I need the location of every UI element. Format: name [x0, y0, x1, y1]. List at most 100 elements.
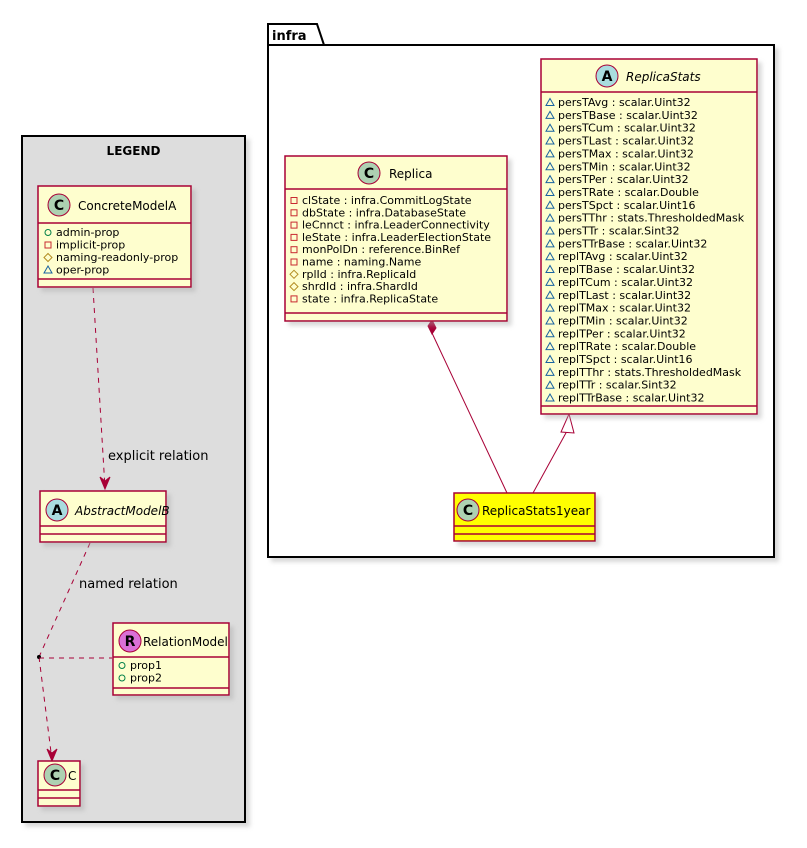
property-text: naming-readonly-prop: [56, 251, 178, 264]
property-text: replTAvg : scalar.Uint32: [558, 250, 688, 263]
property-text: persTThr : stats.ThresholdedMask: [558, 212, 745, 225]
property-text: leCnnct : infra.LeaderConnectivity: [302, 219, 490, 232]
property-text: rplId : infra.ReplicaId: [302, 268, 416, 281]
property-text: replTCum : scalar.Uint32: [558, 276, 693, 289]
property-text: persTAvg : scalar.Uint32: [558, 96, 691, 109]
package-visibility-icon: [545, 187, 555, 196]
private-visibility-icon: [290, 258, 298, 266]
property-text: replTMin : scalar.Uint32: [558, 314, 688, 327]
property-text: replTPer : scalar.Uint32: [558, 327, 686, 340]
property-text: replTTr : scalar.Sint32: [558, 379, 677, 392]
property-text: persTSpct : scalar.Uint16: [558, 199, 695, 212]
property-text: admin-prop: [56, 226, 119, 239]
package-visibility-icon: [545, 367, 555, 376]
property-text: persTTrBase : scalar.Uint32: [558, 237, 707, 250]
class-name: AbstractModelB: [74, 504, 170, 518]
property-text: persTPer : scalar.Uint32: [558, 173, 689, 186]
private-visibility-icon: [290, 221, 298, 229]
property-text: persTRate : scalar.Double: [558, 186, 699, 199]
package-visibility-icon: [545, 341, 555, 351]
property-text: persTMin : scalar.Uint32: [558, 160, 691, 173]
public-visibility-icon: [118, 674, 126, 682]
package-visibility-icon: [545, 238, 555, 248]
abstract-stereotype-icon: [595, 64, 619, 88]
package-visibility-icon: [545, 264, 555, 274]
property-text: shrdId : infra.ShardId: [302, 280, 418, 293]
legend-title: LEGEND: [107, 144, 161, 158]
property-text: state : infra.ReplicaState: [302, 292, 438, 305]
package-visibility-icon: [545, 213, 555, 222]
property-text: persTMax : scalar.Uint32: [558, 147, 694, 160]
svg-text:A: A: [602, 69, 613, 85]
property-text: leState : infra.LeaderElectionState: [302, 231, 491, 244]
protected-visibility-icon: [289, 281, 299, 292]
package-visibility-icon: [545, 380, 555, 389]
package-visibility-icon: [43, 264, 53, 274]
protected-visibility-icon: [289, 269, 299, 280]
legend-edges: explicit relation named relation: [37, 287, 208, 763]
class-concrete-model-a[interactable]: C ConcreteModelA admin-propimplicit-prop…: [37, 185, 192, 288]
property-text: persTCum : scalar.Uint32: [558, 122, 696, 135]
property-list: admin-propimplicit-propnaming-readonly-p…: [43, 226, 178, 277]
package-visibility-icon: [545, 315, 555, 325]
package-visibility-icon: [545, 148, 555, 158]
private-visibility-icon: [290, 197, 298, 204]
package-visibility-icon: [545, 123, 555, 132]
property-text: dbState : infra.DatabaseState: [302, 206, 466, 219]
explicit-relation-edge: [92, 287, 106, 489]
class-replica-stats-1year[interactable]: C ReplicaStats1year: [453, 492, 596, 542]
composition-edge: [431, 332, 508, 494]
property-text: replTBase : scalar.Uint32: [558, 263, 695, 276]
class-c[interactable]: C C: [37, 760, 81, 807]
class-stereotype-icon: [357, 161, 381, 185]
property-text: replTSpct : scalar.Uint16: [558, 353, 693, 366]
property-text: replTRate : scalar.Double: [558, 340, 696, 353]
named-relation-edge-bottom: [38, 656, 53, 761]
svg-text:R: R: [125, 634, 136, 650]
property-text: clState : infra.CommitLogState: [302, 194, 472, 207]
class-name: RelationModel: [143, 635, 228, 649]
package-visibility-icon: [545, 354, 555, 363]
package-edges: [427, 319, 575, 494]
explicit-relation-arrowhead: [99, 476, 111, 491]
class-name: ConcreteModelA: [78, 199, 177, 213]
class-name: C: [68, 769, 76, 783]
property-text: implicit-prop: [56, 239, 125, 252]
abstract-stereotype-icon: [45, 498, 69, 522]
class-stereotype-icon: [43, 763, 67, 787]
property-text: name : naming.Name: [302, 256, 422, 269]
package-visibility-icon: [545, 277, 555, 286]
class-abstract-model-b[interactable]: A AbstractModelB: [39, 490, 170, 543]
property-text: persTTr : scalar.Sint32: [558, 225, 680, 238]
named-relation-arrowhead: [46, 748, 58, 763]
property-text: prop1: [130, 659, 162, 672]
property-text: persTBase : scalar.Uint32: [558, 109, 698, 122]
public-visibility-icon: [118, 662, 126, 669]
package-visibility-icon: [545, 328, 555, 338]
package-visibility-icon: [545, 200, 555, 209]
private-visibility-icon: [290, 209, 298, 217]
class-replica-stats[interactable]: A ReplicaStats persTAvg : scalar.Uint32p…: [540, 58, 758, 415]
svg-text:C: C: [463, 503, 473, 519]
inheritance-triangle: [560, 412, 575, 434]
class-stereotype-icon: [47, 193, 71, 217]
public-visibility-icon: [44, 229, 52, 236]
package-visibility-icon: [545, 110, 555, 119]
property-text: prop2: [130, 672, 162, 685]
property-text: replTMax : scalar.Uint32: [558, 302, 691, 315]
class-stereotype-icon: [456, 498, 480, 522]
package-visibility-icon: [545, 136, 555, 145]
package-visibility-icon: [545, 174, 555, 184]
package-visibility-icon: [545, 161, 555, 171]
package-visibility-icon: [545, 251, 555, 261]
property-text: replTTrBase : scalar.Uint32: [558, 392, 704, 405]
svg-text:C: C: [364, 166, 374, 182]
class-replica[interactable]: C Replica clState : infra.CommitLogState…: [284, 155, 508, 322]
class-name: ReplicaStats1year: [482, 504, 591, 518]
class-name: Replica: [389, 167, 432, 181]
